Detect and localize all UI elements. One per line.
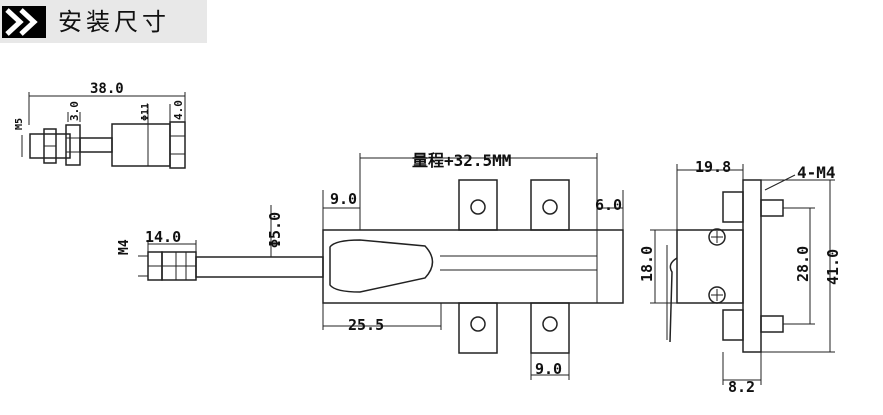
- double-chevron-icon: [2, 6, 46, 38]
- dim-3: 3.0: [68, 101, 81, 121]
- end-view: 19.8 4-M4 18.0 28.0 41.0 8.2: [638, 158, 842, 396]
- dim-18: 18.0: [638, 246, 656, 282]
- section-title: 安装尺寸: [58, 8, 170, 36]
- dim-9-top: 9.0: [330, 190, 357, 208]
- dim-9-bottom: 9.0: [535, 360, 562, 378]
- dim-19-8: 19.8: [695, 158, 731, 176]
- top-sensor-view: 38.0 M5 3.0 Φ11 4.0: [14, 81, 186, 169]
- section-header: 安装尺寸: [0, 0, 207, 43]
- dim-41: 41.0: [824, 249, 842, 285]
- dim-range: 量程+32.5MM: [412, 151, 511, 170]
- dim-6: 6.0: [595, 196, 622, 214]
- dim-4-m4: 4-M4: [797, 163, 836, 182]
- dim-phi11: Φ11: [140, 103, 151, 121]
- dim-25-5: 25.5: [348, 316, 384, 334]
- dim-38: 38.0: [90, 81, 124, 97]
- dim-4: 4.0: [172, 100, 185, 120]
- dim-phi5: Φ5.0: [266, 212, 284, 248]
- dim-m5: M5: [14, 118, 25, 130]
- dim-14: 14.0: [145, 228, 181, 246]
- dim-8-2: 8.2: [728, 378, 755, 396]
- dim-m4: M4: [117, 239, 132, 255]
- dim-28: 28.0: [794, 246, 812, 282]
- main-sensor-view: 量程+32.5MM 9.0 6.0 Φ5.0 M4 14.0 25.5 9.0: [117, 151, 624, 380]
